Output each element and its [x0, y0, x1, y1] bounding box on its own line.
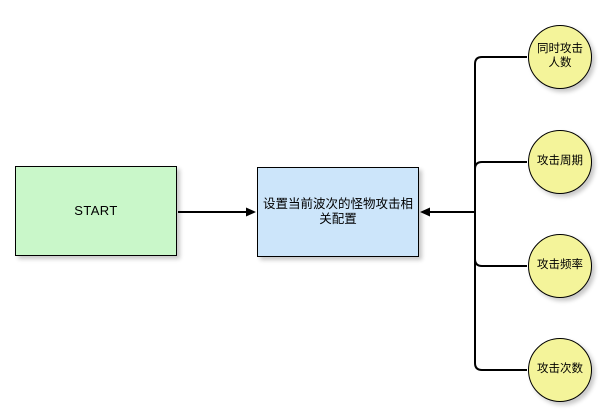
- node-attack-frequency-label: 攻击频率: [537, 259, 583, 272]
- edge-cycle-to-config: [474, 161, 527, 212]
- node-start[interactable]: START: [15, 166, 177, 256]
- edge-attributes-trunk: [420, 207, 475, 217]
- node-attack-times[interactable]: 攻击次数: [528, 338, 592, 402]
- node-attack-frequency[interactable]: 攻击频率: [528, 234, 592, 298]
- node-config-label: 设置当前波次的怪物攻击相 关配置: [262, 197, 413, 226]
- edge-count-to-config: [474, 212, 527, 371]
- node-attack-cycle[interactable]: 攻击周期: [528, 130, 592, 194]
- edge-start-to-config: [178, 207, 256, 217]
- edge-concurrent-to-config: [474, 56, 527, 212]
- node-attack-cycle-label: 攻击周期: [537, 155, 583, 168]
- node-concurrent-attack-count[interactable]: 同时攻击 人数: [528, 25, 592, 89]
- edge-frequency-to-config: [474, 212, 527, 267]
- node-start-label: START: [74, 203, 118, 219]
- node-attack-times-label: 攻击次数: [537, 363, 583, 376]
- node-concurrent-attack-count-label: 同时攻击 人数: [537, 43, 583, 69]
- node-config-monster-attack[interactable]: 设置当前波次的怪物攻击相 关配置: [257, 167, 419, 257]
